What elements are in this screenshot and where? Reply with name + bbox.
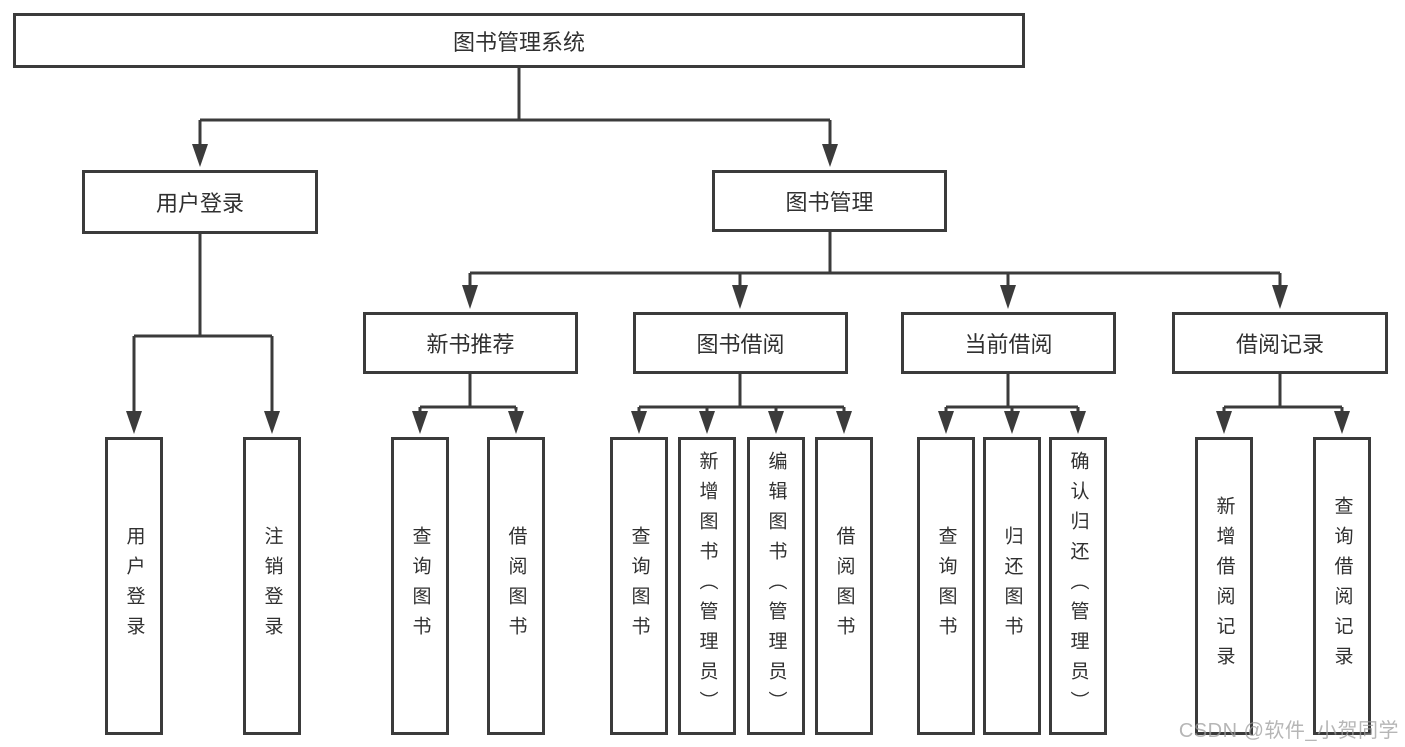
- node-label: 用户登录: [123, 526, 145, 646]
- node-label: 借阅图书: [505, 526, 527, 646]
- node-label: 图书管理: [785, 190, 874, 215]
- node-label: 借阅记录: [1235, 332, 1324, 357]
- node-label: 新书推荐: [426, 332, 515, 357]
- node-label: 确认归还（管理员）: [1067, 451, 1089, 721]
- leaf-add-borrow-record: 新增借阅记录: [1195, 437, 1253, 735]
- node-label: 新增图书（管理员）: [696, 451, 718, 721]
- node-current-borrow: 当前借阅: [901, 312, 1116, 374]
- node-label: 新增借阅记录: [1213, 496, 1235, 676]
- leaf-user-login: 用户登录: [105, 437, 163, 735]
- arrowheads: [126, 144, 1350, 434]
- leaf-query-books-borrow: 查询图书: [610, 437, 668, 735]
- node-label: 当前借阅: [964, 332, 1053, 357]
- node-new-book-recommend: 新书推荐: [363, 312, 578, 374]
- node-book-management: 图书管理: [712, 170, 947, 232]
- leaf-query-books-recommend: 查询图书: [391, 437, 449, 735]
- leaf-edit-book-admin: 编辑图书（管理员）: [747, 437, 805, 735]
- leaf-return-book: 归还图书: [983, 437, 1041, 735]
- node-label: 归还图书: [1001, 526, 1023, 646]
- node-label: 用户登录: [155, 191, 244, 216]
- node-label: 查询图书: [409, 526, 431, 646]
- node-book-borrow: 图书借阅: [633, 312, 848, 374]
- node-user-login: 用户登录: [82, 170, 318, 234]
- leaf-confirm-return-admin: 确认归还（管理员）: [1049, 437, 1107, 735]
- node-label: 查询借阅记录: [1331, 496, 1353, 676]
- node-label: 查询图书: [935, 526, 957, 646]
- node-label: 借阅图书: [833, 526, 855, 646]
- node-label: 注销登录: [261, 526, 283, 646]
- node-label: 编辑图书（管理员）: [765, 451, 787, 721]
- leaf-query-books-current: 查询图书: [917, 437, 975, 735]
- leaf-query-borrow-record: 查询借阅记录: [1313, 437, 1371, 735]
- node-label: 图书管理系统: [452, 29, 585, 55]
- connector-lines: [132, 68, 1344, 413]
- node-label: 查询图书: [628, 526, 650, 646]
- leaf-borrow-books-recommend: 借阅图书: [487, 437, 545, 735]
- node-library-management-system: 图书管理系统: [13, 13, 1025, 68]
- node-label: 图书借阅: [696, 332, 785, 357]
- leaf-add-book-admin: 新增图书（管理员）: [678, 437, 736, 735]
- csdn-watermark: CSDN @软件_小贺同学: [1178, 720, 1399, 742]
- leaf-logout: 注销登录: [243, 437, 301, 735]
- leaf-borrow-books: 借阅图书: [815, 437, 873, 735]
- node-borrow-records: 借阅记录: [1172, 312, 1388, 374]
